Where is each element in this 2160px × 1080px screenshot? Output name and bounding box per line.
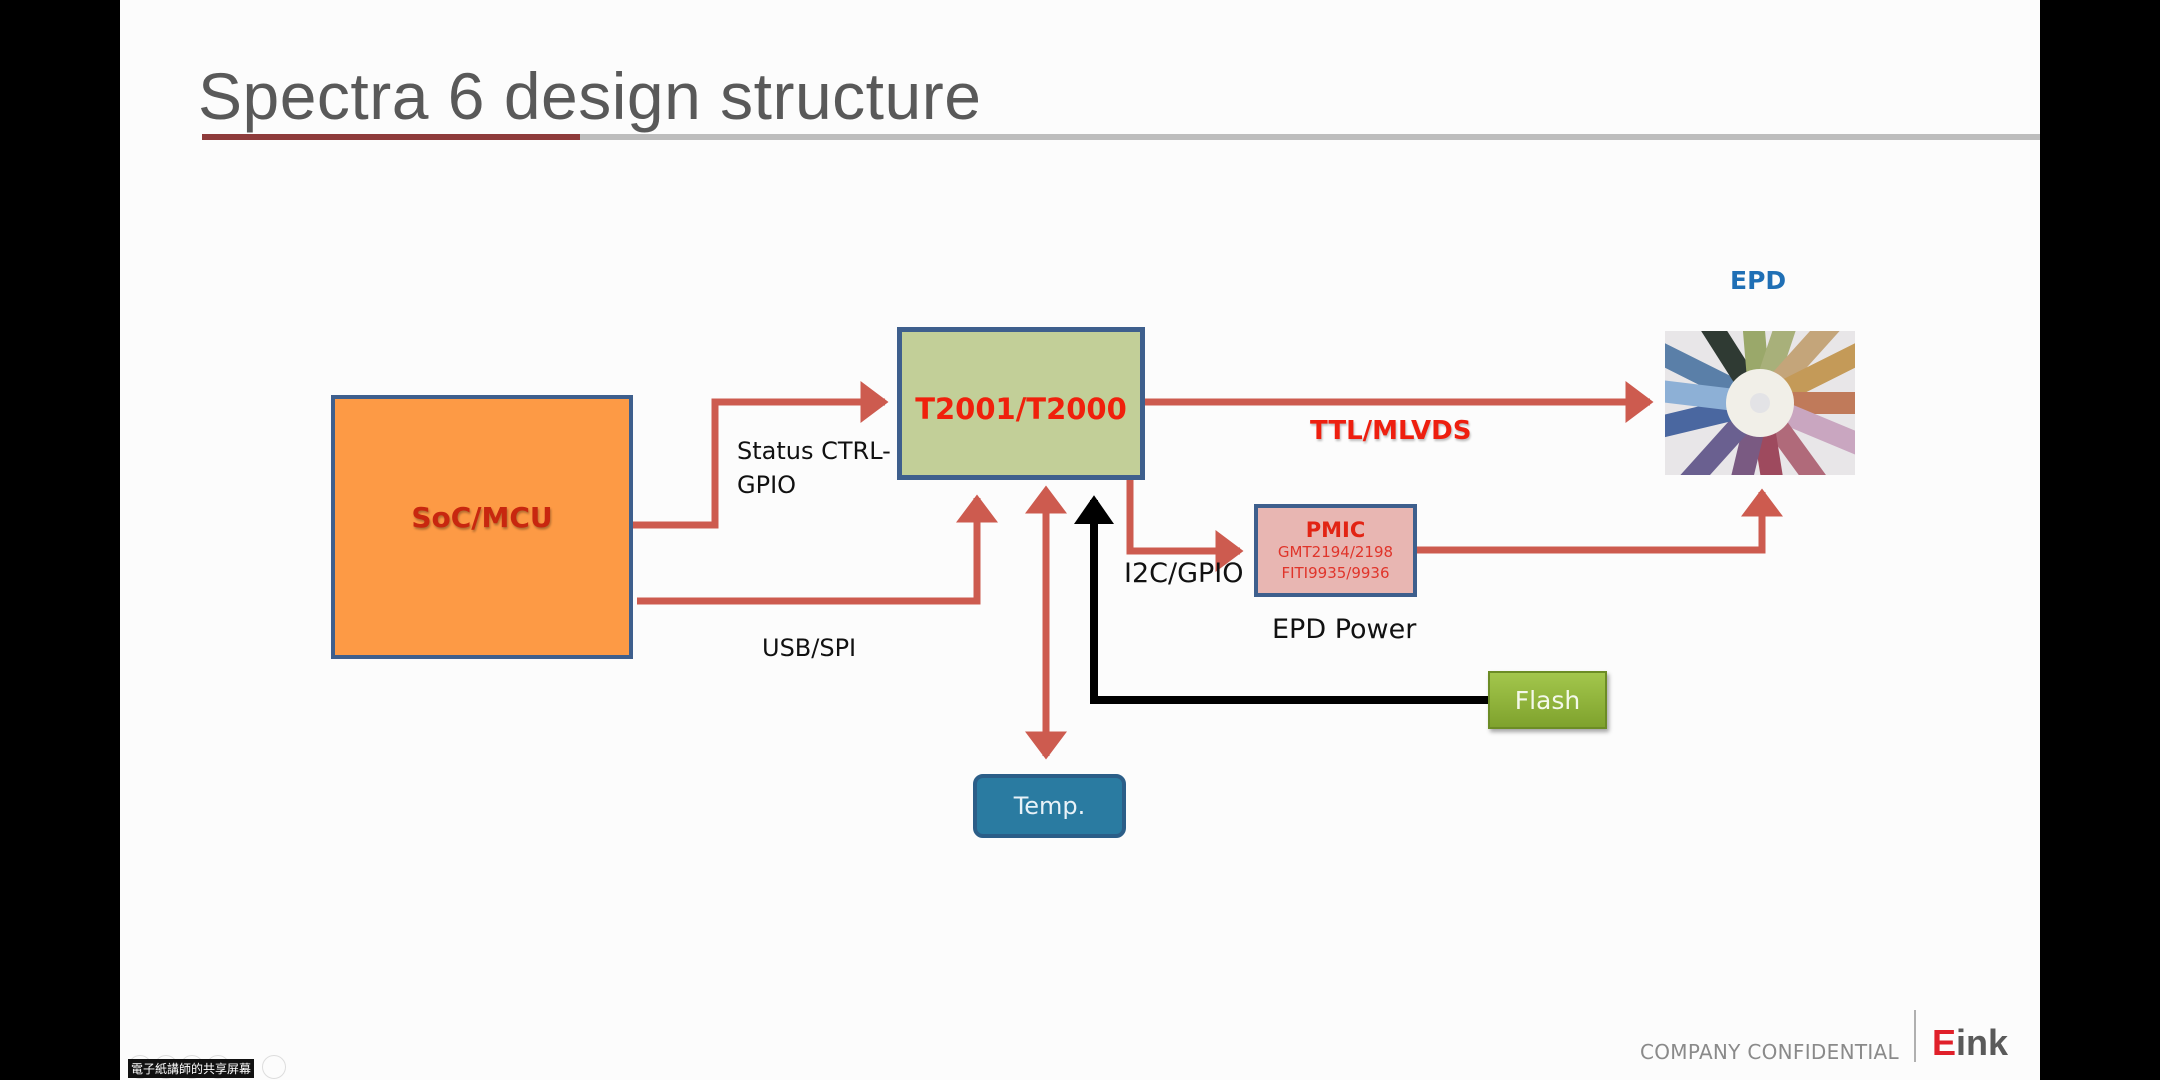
toolbar-more-icon[interactable]	[262, 1055, 286, 1079]
usb-spi-arrow	[637, 494, 998, 605]
footer-divider	[1914, 1010, 1916, 1062]
slide: Spectra 6 design structure SoC/MCU	[120, 0, 2040, 1080]
pencil-wheel-icon	[1665, 331, 1855, 475]
epd-power-arrow	[1417, 488, 1783, 554]
flash-link-arrow	[1074, 495, 1488, 704]
flash-block: Flash	[1488, 671, 1607, 729]
ttl-mlvds-label: TTL/MLVDS	[1310, 416, 1472, 446]
epd-colored-pencils-image	[1665, 331, 1855, 475]
eink-logo: Eink	[1932, 1022, 2008, 1064]
tcon-label: T2001/T2000	[915, 392, 1127, 426]
temp-label: Temp.	[1013, 792, 1086, 820]
soc-mcu-block: SoC/MCU	[331, 395, 633, 659]
status-ctrl-gpio-label: Status CTRL- GPIO	[737, 434, 891, 502]
company-confidential-footer: COMPANY CONFIDENTIAL	[1640, 1040, 1899, 1064]
pmic-part-2: FITI9935/9936	[1281, 563, 1390, 582]
screen-share-tag: 電子紙講師的共享屏幕	[128, 1059, 255, 1078]
status-ctrl-line1: Status CTRL-	[737, 437, 891, 465]
diagram-connectors	[633, 381, 1783, 760]
logo-e: E	[1932, 1022, 1957, 1063]
status-ctrl-arrow	[633, 381, 889, 529]
epd-label: EPD	[1730, 266, 1787, 295]
title-underline-accent	[202, 134, 580, 140]
i2c-gpio-arrow	[1126, 480, 1244, 572]
status-ctrl-line2: GPIO	[737, 471, 797, 499]
pmic-part-1: GMT2194/2198	[1277, 542, 1394, 561]
title-underline	[580, 134, 2040, 140]
pmic-title: PMIC	[1305, 517, 1366, 542]
soc-mcu-label: SoC/MCU	[411, 500, 553, 534]
logo-ink: ink	[1956, 1022, 2009, 1063]
tcon-block: T2001/T2000	[897, 327, 1145, 480]
temp-block: Temp.	[973, 774, 1126, 838]
usb-spi-label: USB/SPI	[762, 634, 857, 662]
flash-label: Flash	[1514, 685, 1581, 715]
slide-title: Spectra 6 design structure	[198, 59, 982, 133]
pmic-block: PMIC GMT2194/2198 FITI9935/9936	[1254, 504, 1417, 597]
i2c-gpio-label: I2C/GPIO	[1124, 558, 1244, 589]
epd-power-label: EPD Power	[1272, 614, 1417, 645]
